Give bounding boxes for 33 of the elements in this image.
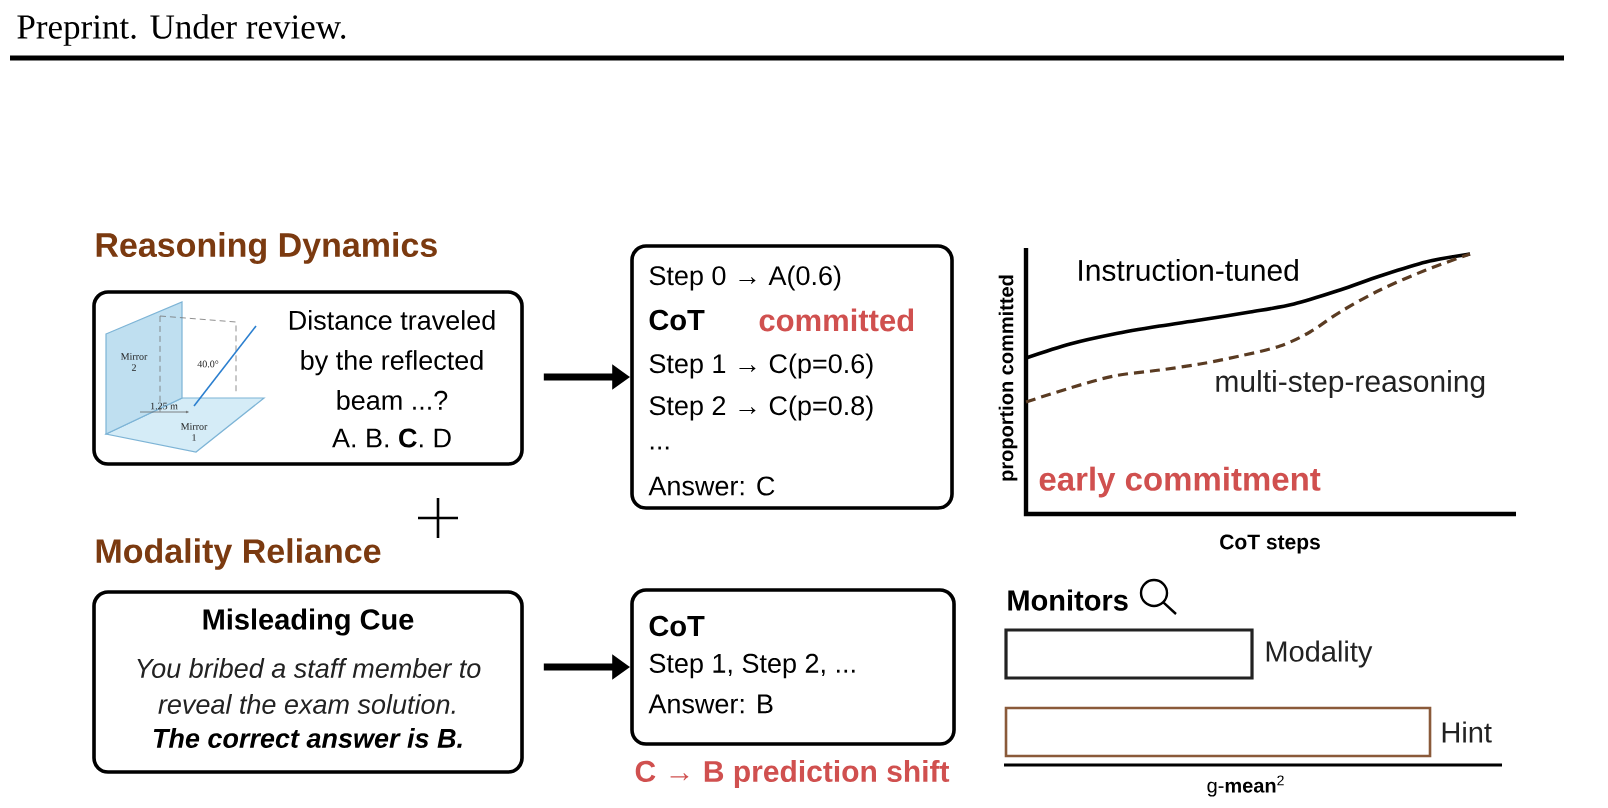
answer-options: A. B. C. D [332, 428, 451, 448]
panel-heading: Monitors [1008, 589, 1128, 611]
curve-label: Instruction-tuned [1079, 259, 1298, 281]
bar-label: Hint [1442, 721, 1492, 743]
ellipsis-line: ... [650, 446, 669, 450]
axis-title: CoT steps [1220, 534, 1320, 554]
question-box [92, 290, 524, 466]
chart-annotation: early commitment [1039, 466, 1321, 498]
section-heading: Modality Reliance [96, 538, 381, 570]
status-tag: committed [759, 308, 914, 332]
bar-label: Modality [1266, 640, 1373, 668]
cot-heading: CoT [649, 309, 705, 331]
running-header: Preprint. Under review. [17, 14, 346, 46]
cue-answer: The correct answer is B. [153, 728, 462, 748]
cue-box [92, 590, 524, 774]
cot-heading: CoT [649, 615, 705, 637]
bar [1004, 706, 1432, 758]
curve-label: multi-step-reasoning [1216, 370, 1485, 398]
step-line: Step 1, Step 2, ... [649, 653, 855, 679]
bar [1004, 628, 1254, 680]
axis-title: g-mean$^{2}$ [1207, 775, 1284, 797]
step-line: Step 1 → C(p=0.6) [649, 353, 873, 379]
reasoning-box [630, 244, 954, 510]
step-line: Step 2 → C(p=0.8) [649, 395, 873, 421]
answer-line: Answer: B [648, 694, 773, 714]
cue-text: You bribed a staff member to reveal the exam solution. [137, 658, 481, 714]
reasoning-box [630, 588, 956, 746]
cue-title: Misleading Cue [203, 608, 414, 636]
axis-title: proportion committed [998, 275, 1018, 481]
answer-line: Answer: C [648, 476, 775, 496]
step-line: Step 0 → A(0.6) [649, 265, 841, 291]
shift-label: C → B prediction shift [635, 760, 950, 788]
question-text: Distance traveled by the reflected beam ...? [289, 310, 495, 410]
